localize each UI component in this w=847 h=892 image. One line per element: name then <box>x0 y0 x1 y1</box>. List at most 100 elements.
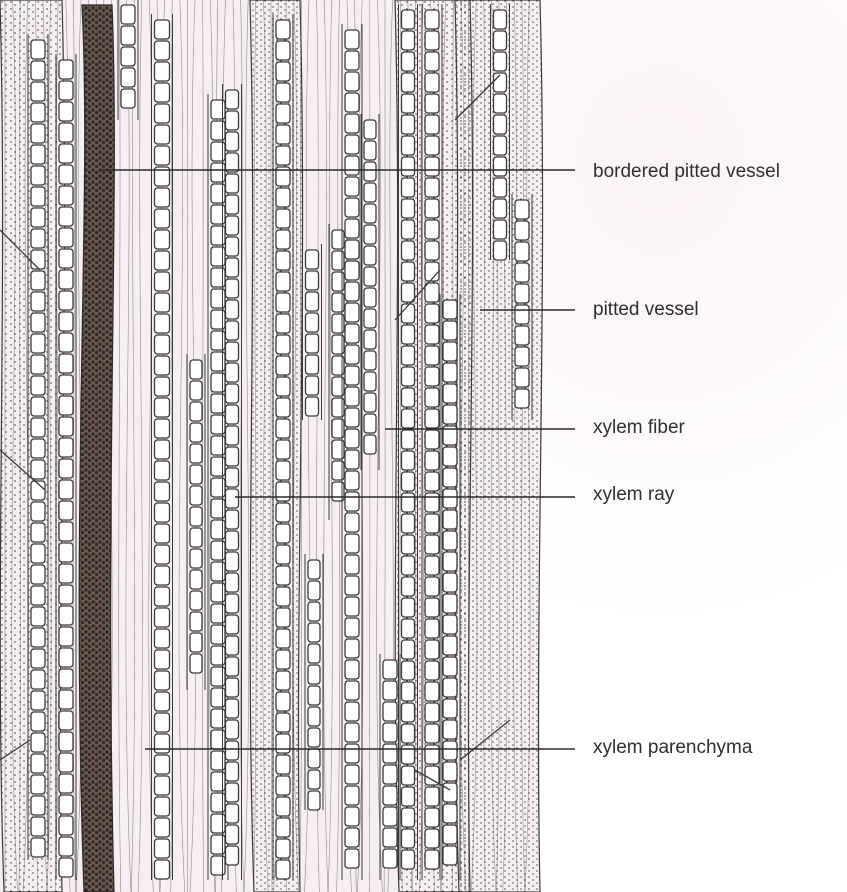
ray-cell <box>31 733 45 752</box>
ray-cell <box>402 619 415 638</box>
ray-cell <box>276 272 290 291</box>
ray-cell <box>226 342 239 361</box>
ray-cell <box>155 293 170 312</box>
ray-cell <box>364 141 376 160</box>
ray-cell <box>276 608 290 627</box>
ray-cell <box>226 678 239 697</box>
ray-cell <box>515 326 529 345</box>
ray-cell <box>345 660 359 679</box>
ray-cell <box>155 41 170 60</box>
ray-cell <box>276 398 290 417</box>
ray-cell <box>345 303 359 322</box>
ray-cell <box>402 157 415 176</box>
ray-cell <box>425 682 439 701</box>
ray-cell <box>226 594 239 613</box>
ray-cell <box>190 549 202 568</box>
ray-cell <box>383 681 397 700</box>
ray-cell <box>515 368 529 387</box>
ray-cell <box>425 493 439 512</box>
ray-cell <box>276 545 290 564</box>
ray-cell <box>190 444 202 463</box>
ray-cell <box>494 31 507 50</box>
ray-cell <box>443 552 457 571</box>
ray-cell <box>226 804 239 823</box>
ray-cell <box>59 354 73 373</box>
ray-cell <box>425 724 439 743</box>
ray-cell <box>276 104 290 123</box>
ray-cell <box>345 639 359 658</box>
ray-cell <box>345 345 359 364</box>
ray-cell <box>276 314 290 333</box>
ray-cell <box>402 409 415 428</box>
ray-cell <box>155 818 170 837</box>
ray-cell <box>59 732 73 751</box>
ray-cell <box>306 355 319 374</box>
ray-cell <box>276 629 290 648</box>
ray-cell <box>402 703 415 722</box>
ray-cell <box>345 177 359 196</box>
ray-cell <box>364 267 376 286</box>
ray-cell <box>364 120 376 139</box>
ray-cell <box>402 472 415 491</box>
ray-cell <box>59 858 73 877</box>
ray-cell <box>345 240 359 259</box>
ray-cell <box>383 828 397 847</box>
ray-cell <box>345 51 359 70</box>
ray-cell <box>226 468 239 487</box>
ray-cell <box>155 125 170 144</box>
ray-cell <box>31 838 45 857</box>
ray-cell <box>402 556 415 575</box>
ray-cell <box>425 241 439 260</box>
ray-cell <box>402 682 415 701</box>
ray-cell <box>226 699 239 718</box>
ray-cell <box>226 615 239 634</box>
ray-cell <box>364 435 376 454</box>
ray-cell <box>276 755 290 774</box>
ray-cell <box>276 146 290 165</box>
ray-cell <box>31 145 45 164</box>
ray-cell <box>425 157 439 176</box>
ray-cell <box>31 187 45 206</box>
ray-cell <box>121 68 135 87</box>
ray-cell <box>155 104 170 123</box>
ray-cell <box>59 564 73 583</box>
ray-cell <box>443 300 457 319</box>
ray-cell <box>494 199 507 218</box>
ray-cell <box>402 325 415 344</box>
ray-cell <box>443 615 457 634</box>
ray-cell <box>383 660 397 679</box>
ray-cell <box>443 657 457 676</box>
ray-cell <box>59 81 73 100</box>
ray-cell <box>443 321 457 340</box>
ray-cell <box>425 745 439 764</box>
ray-cell <box>59 375 73 394</box>
ray-cell <box>425 31 439 50</box>
ray-cell <box>121 47 135 66</box>
ray-cell <box>59 480 73 499</box>
ray-cell <box>276 650 290 669</box>
ray-cell <box>276 125 290 144</box>
ray-cell <box>443 594 457 613</box>
ray-cell <box>402 73 415 92</box>
ray-cell <box>443 489 457 508</box>
ray-cell <box>345 114 359 133</box>
ray-cell <box>226 636 239 655</box>
ray-cell <box>59 669 73 688</box>
ray-cell <box>425 787 439 806</box>
ray-cell <box>155 860 170 879</box>
ray-cell <box>443 447 457 466</box>
ray-cell <box>226 384 239 403</box>
ray-cell <box>308 707 320 726</box>
ray-cell <box>226 132 239 151</box>
ray-cell <box>425 10 439 29</box>
ray-cell <box>155 755 170 774</box>
ray-cell <box>494 52 507 71</box>
ray-cell <box>31 418 45 437</box>
ray-cell <box>494 10 507 29</box>
ray-cell <box>276 671 290 690</box>
ray-cell <box>364 330 376 349</box>
ray-cell <box>494 94 507 113</box>
ray-cell <box>155 209 170 228</box>
ray-cell <box>443 405 457 424</box>
